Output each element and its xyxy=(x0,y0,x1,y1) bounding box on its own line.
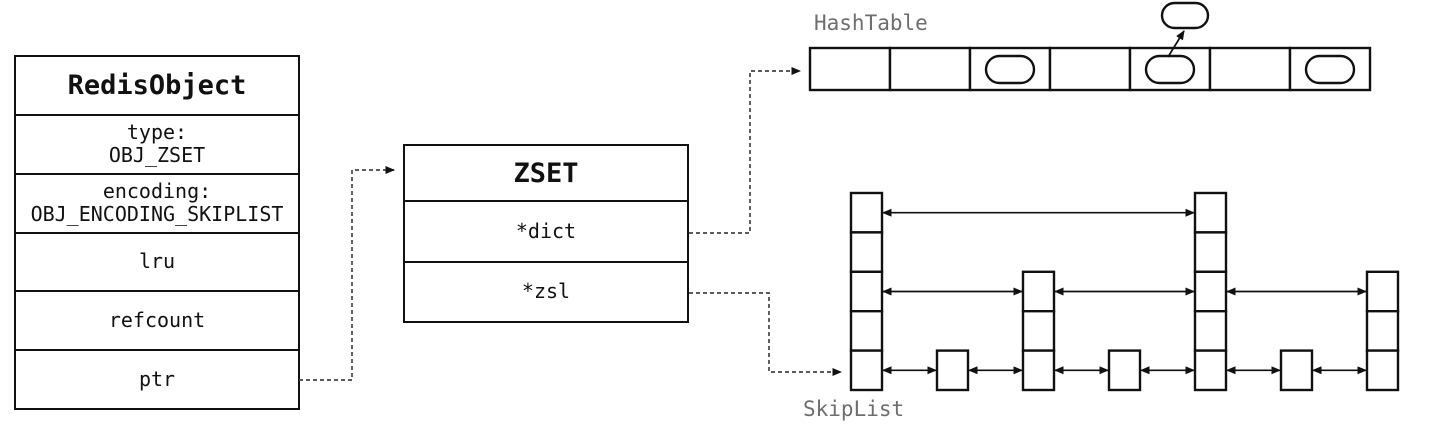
dashed-connector-ptr xyxy=(299,166,395,381)
hashtable-external-pill xyxy=(1160,1,1210,30)
redis-object-title: RedisObject xyxy=(16,57,298,116)
skiplist-node-cell xyxy=(1193,191,1228,234)
redis-object-field-row: type:OBJ_ZSET xyxy=(16,116,298,175)
zset-field-row: *zsl xyxy=(405,263,687,322)
zset-box: ZSET *dict *zsl xyxy=(403,144,689,323)
redis-object-field-text: OBJ_ZSET xyxy=(108,143,206,168)
skiplist-node-cell xyxy=(849,310,884,352)
hashtable-label: HashTable xyxy=(814,11,928,35)
skiplist-node-cell xyxy=(849,231,884,273)
hashtable-cell xyxy=(1048,46,1132,92)
skiplist-node-cell xyxy=(1193,349,1228,392)
skiplist-node-cell xyxy=(849,270,884,313)
skiplist-node-cell xyxy=(1107,349,1142,392)
redis-object-field-text: encoding: xyxy=(102,179,212,204)
redis-object-field-text: ptr xyxy=(138,367,176,392)
skiplist-node-cell xyxy=(1365,349,1400,392)
skiplist-node-cell xyxy=(1365,270,1400,313)
hashtable-cell xyxy=(888,46,972,92)
skiplist-node-cell xyxy=(1193,231,1228,273)
redis-object-field-row: ptr xyxy=(16,351,298,408)
hashtable-entry-pill xyxy=(1304,54,1356,85)
skiplist-label: SkipList xyxy=(803,397,905,421)
skiplist-node-cell xyxy=(1021,270,1056,313)
redis-object-field-row: lru xyxy=(16,234,298,293)
skiplist-node-cell xyxy=(1021,349,1056,392)
skiplist-node-cell xyxy=(1279,349,1314,392)
redis-object-field-text: refcount xyxy=(108,308,206,333)
redis-object-field-text: type: xyxy=(126,120,188,145)
skiplist-node-cell xyxy=(935,349,970,392)
zset-title: ZSET xyxy=(405,146,687,202)
redis-object-field-row: refcount xyxy=(16,292,298,352)
zset-field-text: *zsl xyxy=(521,279,571,304)
skiplist-node-cell xyxy=(849,349,884,392)
hashtable-cell xyxy=(808,46,892,92)
hashtable-entry-pill xyxy=(1144,54,1196,85)
hashtable-entry-pill xyxy=(984,54,1036,85)
dashed-connector-zsl xyxy=(689,292,842,376)
redis-object-field-text: OBJ_ENCODING_SKIPLIST xyxy=(30,202,284,227)
entry-pointer-arrow xyxy=(1167,30,1185,58)
zset-field-text: *dict xyxy=(515,218,577,243)
zset-field-row: *dict xyxy=(405,202,687,263)
skiplist-node-cell xyxy=(1021,310,1056,352)
skiplist-node-cell xyxy=(849,191,884,234)
redis-object-field-row: encoding:OBJ_ENCODING_SKIPLIST xyxy=(16,175,298,234)
redis-object-field-text: lru xyxy=(138,249,176,274)
skiplist-node-cell xyxy=(1193,310,1228,352)
hashtable-cell xyxy=(1208,46,1292,92)
zset-fields: *dict *zsl xyxy=(405,202,687,321)
skiplist-node-cell xyxy=(1193,270,1228,313)
dashed-connector-dict xyxy=(689,67,801,234)
skiplist-node-cell xyxy=(1365,310,1400,352)
